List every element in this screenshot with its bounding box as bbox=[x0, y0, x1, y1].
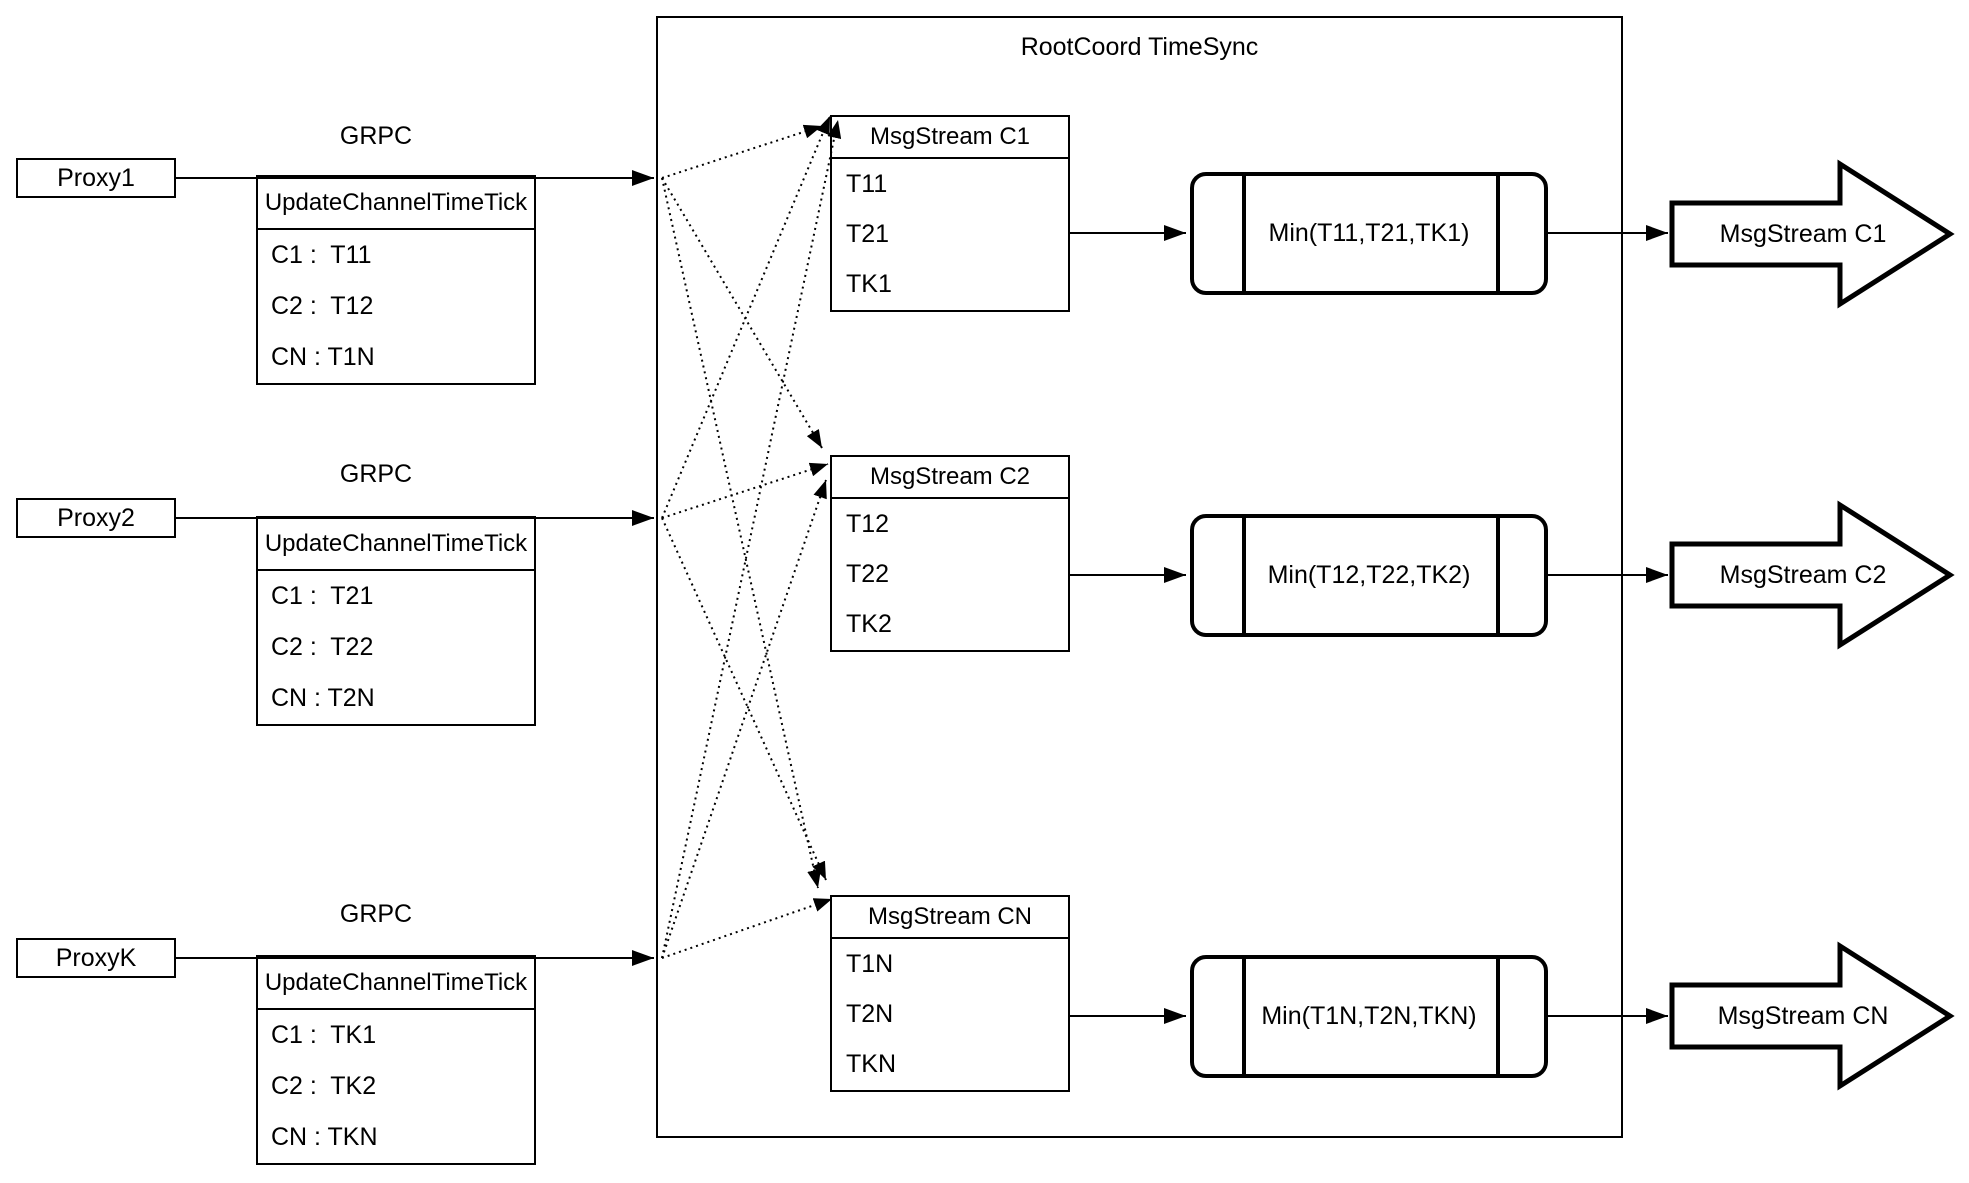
grpc-label: GRPC bbox=[339, 900, 413, 928]
table-row: TKN bbox=[846, 1050, 896, 1079]
min-label: Min(T11,T21,TK1) bbox=[1268, 219, 1470, 247]
table-row: CN : T2N bbox=[271, 684, 375, 712]
output-arrow-label: MsgStream CN bbox=[1717, 1002, 1889, 1030]
proxy-label: Proxy2 bbox=[57, 503, 135, 532]
min-box: Min(T11,T21,TK1) bbox=[1190, 172, 1548, 295]
table-header: MsgStream CN bbox=[832, 897, 1068, 939]
table-row: C1 : T11 bbox=[271, 241, 372, 269]
min-box-right-divider bbox=[1496, 959, 1500, 1074]
min-box: Min(T12,T22,TK2) bbox=[1190, 514, 1548, 637]
table-row: TK1 bbox=[846, 270, 892, 299]
table-row: T2N bbox=[846, 999, 894, 1028]
table-header: UpdateChannelTimeTick bbox=[258, 518, 534, 571]
proxy-label: ProxyK bbox=[55, 943, 137, 972]
rootcoord-title: RootCoord TimeSync bbox=[1020, 33, 1259, 61]
table-header: UpdateChannelTimeTick bbox=[258, 957, 534, 1010]
msgstream-table: MsgStream C1 T11 T21 TK1 bbox=[830, 115, 1070, 312]
grpc-label: GRPC bbox=[339, 122, 413, 150]
table-row: C1 : TK1 bbox=[271, 1021, 377, 1049]
output-arrow-label: MsgStream C1 bbox=[1719, 220, 1887, 248]
table-row: C2 : T12 bbox=[271, 292, 374, 320]
min-box-left-divider bbox=[1242, 518, 1246, 633]
table-header: UpdateChannelTimeTick bbox=[258, 177, 534, 230]
table-row: C1 : T21 bbox=[271, 582, 374, 610]
update-channel-timetick-table: UpdateChannelTimeTick C1 : T11 C2 : T12 … bbox=[256, 175, 536, 385]
table-row: T1N bbox=[846, 949, 894, 978]
grpc-label: GRPC bbox=[339, 460, 413, 488]
table-row: C2 : T22 bbox=[271, 633, 374, 661]
min-label: Min(T12,T22,TK2) bbox=[1267, 561, 1471, 589]
table-row: T22 bbox=[846, 559, 890, 588]
update-channel-timetick-table: UpdateChannelTimeTick C1 : TK1 C2 : TK2 … bbox=[256, 955, 536, 1165]
msgstream-table: MsgStream CN T1N T2N TKN bbox=[830, 895, 1070, 1092]
msgstream-table: MsgStream C2 T12 T22 TK2 bbox=[830, 455, 1070, 652]
proxy-box: ProxyK bbox=[16, 938, 176, 978]
table-header: MsgStream C1 bbox=[832, 117, 1068, 159]
table-row: CN : T1N bbox=[271, 343, 375, 371]
min-label: Min(T1N,T2N,TKN) bbox=[1261, 1002, 1477, 1030]
min-box-right-divider bbox=[1496, 176, 1500, 291]
min-box: Min(T1N,T2N,TKN) bbox=[1190, 955, 1548, 1078]
proxy-box: Proxy1 bbox=[16, 158, 176, 198]
table-row: C2 : TK2 bbox=[271, 1072, 377, 1100]
output-arrow-label: MsgStream C2 bbox=[1719, 561, 1887, 589]
table-row: T21 bbox=[846, 219, 890, 248]
update-channel-timetick-table: UpdateChannelTimeTick C1 : T21 C2 : T22 … bbox=[256, 516, 536, 726]
min-box-right-divider bbox=[1496, 518, 1500, 633]
table-row: TK2 bbox=[846, 610, 892, 639]
table-row: T11 bbox=[846, 169, 888, 198]
table-row: CN : TKN bbox=[271, 1123, 378, 1151]
proxy-box: Proxy2 bbox=[16, 498, 176, 538]
min-box-left-divider bbox=[1242, 176, 1246, 291]
proxy-label: Proxy1 bbox=[57, 163, 135, 192]
table-row: T12 bbox=[846, 509, 890, 538]
min-box-left-divider bbox=[1242, 959, 1246, 1074]
rootcoord-box bbox=[656, 16, 1623, 1138]
table-header: MsgStream C2 bbox=[832, 457, 1068, 499]
